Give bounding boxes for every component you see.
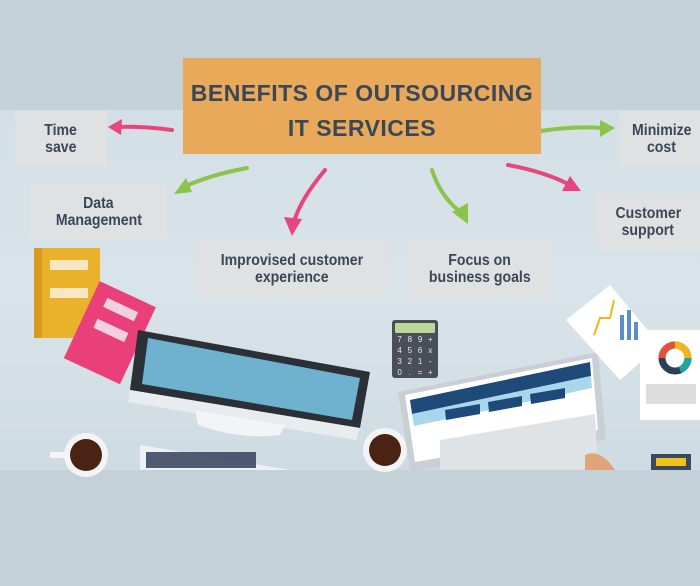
benefit-label: Focus on — [448, 252, 512, 269]
calc-key: 8 — [407, 335, 413, 344]
benefit-data-management: Data Management — [30, 184, 167, 240]
calc-key: 7 — [397, 335, 402, 344]
benefit-label: Improvised customer — [220, 252, 364, 269]
arrow-to-business-goals-icon — [430, 168, 460, 212]
arrow-to-minimize-cost-icon — [539, 125, 604, 133]
calc-key: - — [429, 357, 432, 366]
arrow-to-customer-support-icon — [506, 163, 570, 186]
title-box: BENEFITS OF OUTSOURCING IT SERVICES — [183, 58, 541, 154]
benefit-focus-on-business-goals: Focus on business goals — [409, 240, 551, 298]
calc-key: 0 — [397, 368, 402, 377]
benefit-label: Minimize — [631, 122, 692, 139]
calc-key: . — [408, 368, 411, 377]
calculator-screen — [395, 323, 435, 333]
calc-key: 5 — [407, 346, 413, 355]
chart-paper-icon — [566, 285, 660, 380]
arrow-to-data-management-icon — [184, 166, 249, 188]
benefit-label: Customer — [615, 204, 681, 222]
title-line-2: IT SERVICES — [287, 115, 437, 141]
calc-key: 4 — [397, 346, 402, 355]
arrowhead-icon — [600, 120, 615, 137]
calc-key: 3 — [397, 357, 402, 366]
tablet-icon — [651, 454, 691, 470]
calc-key: 9 — [417, 335, 423, 344]
calculator-icon: 7 8 9 + 4 5 6 x 3 2 1 - 0 . = + — [392, 320, 438, 378]
calc-key: + — [428, 368, 433, 377]
pink-folder-icon — [63, 281, 156, 385]
arrowhead-icon — [108, 119, 122, 135]
calc-key: x — [428, 346, 433, 355]
benefit-label: business goals — [429, 269, 531, 286]
calc-key: = — [417, 368, 423, 377]
arrow-to-time-save-icon — [116, 124, 174, 132]
arrow-to-customer-experience-icon — [292, 168, 327, 224]
benefit-label: support — [621, 221, 675, 239]
calculator-keypad: 7 8 9 + 4 5 6 x 3 2 1 - 0 . = + — [395, 335, 435, 378]
benefit-minimize-cost: Minimize cost — [619, 111, 700, 167]
calc-key: 6 — [417, 346, 423, 355]
benefit-label: save — [45, 139, 77, 156]
arrowhead-icon — [452, 203, 468, 224]
calc-key: 2 — [407, 357, 413, 366]
benefit-label: Data — [83, 195, 114, 212]
arrowhead-icon — [562, 176, 581, 191]
title-line-1: BENEFITS OF OUTSOURCING — [190, 80, 534, 106]
arrowhead-icon — [174, 178, 192, 194]
keyboard-icon — [140, 445, 290, 470]
coffee-cup-icon — [50, 433, 108, 477]
benefit-label: cost — [647, 139, 676, 156]
benefit-label: experience — [255, 269, 329, 286]
coffee-cup-icon — [363, 428, 407, 472]
donut-chart-paper-icon — [640, 330, 700, 420]
laptop-icon — [398, 352, 615, 470]
arrowhead-icon — [284, 217, 302, 236]
calc-key: + — [428, 335, 433, 344]
benefit-customer-support: Customer support — [596, 193, 700, 250]
benefit-improvised-customer-experience: Improvised customer experience — [196, 240, 388, 298]
benefit-label: Management — [55, 212, 142, 229]
desktop-monitor-icon — [128, 330, 370, 440]
calc-key: 1 — [417, 357, 423, 366]
benefit-label: Time — [44, 122, 78, 139]
benefit-time-save: Time save — [15, 111, 107, 167]
